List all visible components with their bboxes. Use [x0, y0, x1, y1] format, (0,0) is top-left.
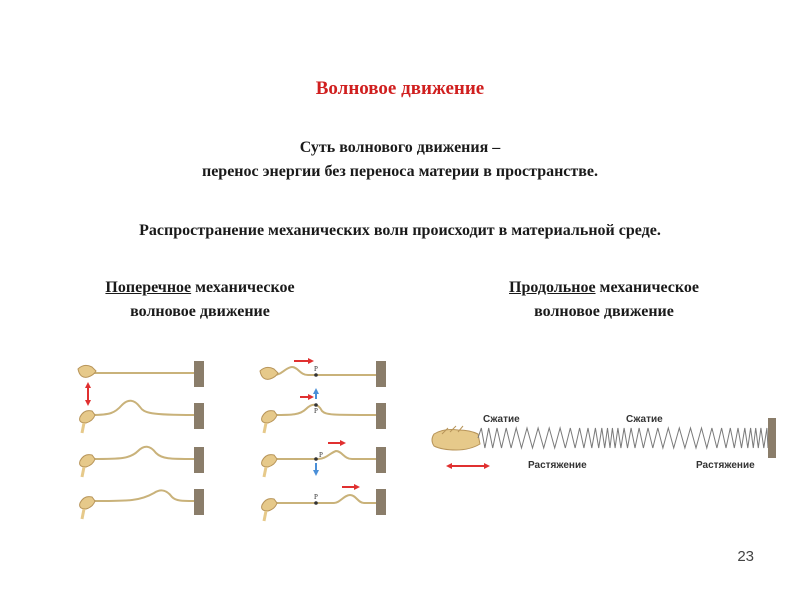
- compression-label-1: Сжатие: [483, 414, 520, 425]
- rarefaction-label-2: Растяжение: [696, 460, 755, 471]
- point-p-label-3: P: [319, 451, 323, 459]
- left-right-arrow-icon: [446, 463, 490, 469]
- essence-line-1: Суть волнового движения –: [299, 139, 501, 156]
- longitudinal-rest: механическое: [595, 279, 699, 296]
- transverse-caption: Поперечное механическое волновое движени…: [40, 276, 360, 324]
- slide-title: Волновое движение: [315, 78, 485, 99]
- transverse-rest: механическое: [191, 279, 295, 296]
- rope-row-1: [77, 361, 204, 387]
- longitudinal-line-2: волновое движение: [534, 303, 674, 320]
- point-p-label-1: P: [314, 365, 318, 373]
- up-down-arrow-icon: [85, 382, 91, 406]
- rope-p-row-1: [259, 358, 386, 387]
- rarefaction-label-1: Растяжение: [528, 460, 587, 471]
- spring-coil: [477, 426, 769, 450]
- transverse-pulse-illustration-right: [259, 358, 386, 522]
- hand-icon: [431, 425, 481, 451]
- rope-p-row-2: [261, 388, 386, 434]
- point-p-label-4: P: [314, 493, 318, 501]
- point-p-label-2: P: [314, 407, 318, 415]
- longitudinal-caption: Продольное механическое волновое движени…: [444, 276, 764, 324]
- compression-label-2: Сжатие: [626, 414, 663, 425]
- media-statement: Распространение механических волн происх…: [139, 222, 661, 239]
- rope-row-3: [79, 445, 204, 478]
- transverse-line-2: волновое движение: [130, 303, 270, 320]
- longitudinal-spring-illustration: Сжатие Сжатие Растяжение Растяжение: [431, 414, 776, 471]
- transverse-pulse-illustration-left: [77, 361, 204, 520]
- rope-row-2: [79, 399, 204, 434]
- longitudinal-underlined: Продольное: [509, 279, 596, 296]
- spring-wall: [768, 418, 776, 458]
- page-number: 23: [737, 548, 754, 565]
- rope-p-row-4: [261, 484, 386, 522]
- transverse-underlined: Поперечное: [105, 279, 192, 296]
- rope-row-4: [79, 489, 204, 520]
- essence-line-2: перенос энергии без переноса материи в п…: [201, 163, 599, 180]
- essence-text: Суть волнового движения – перенос энерги…: [0, 136, 800, 184]
- point-p-labels: P P P P: [314, 365, 323, 501]
- rope-p-row-3: [261, 440, 386, 478]
